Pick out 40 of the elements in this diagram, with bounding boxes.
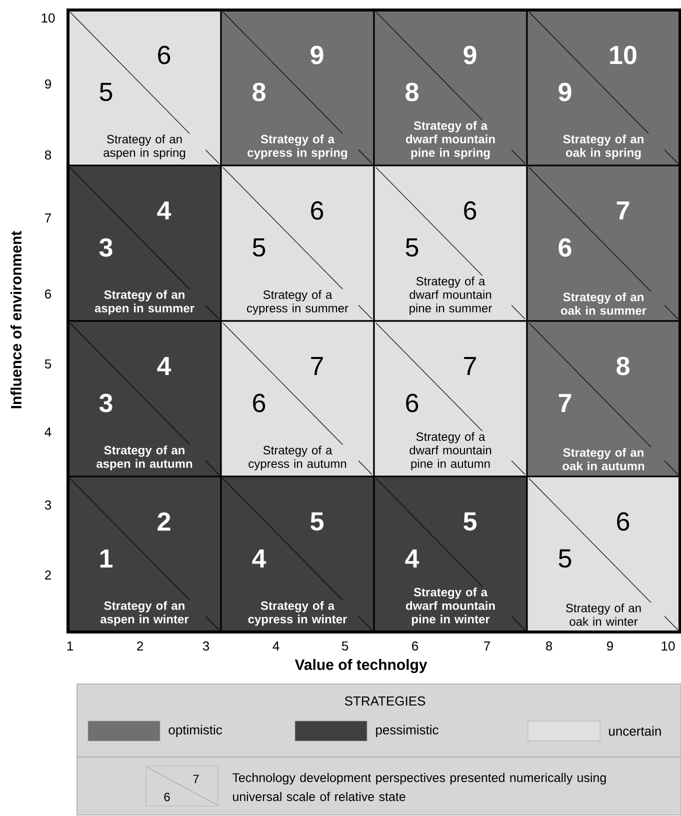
legend-note: Technology development perspectives presented numerically using universal scale of relative state — [232, 772, 606, 802]
strategy-cell: 4 5 Strategy of a cypress in winter — [220, 476, 375, 633]
axis-tick-label: 7 — [45, 214, 51, 222]
strategy-cell: 6 7 Strategy of an oak in summer — [526, 164, 681, 322]
axis-tick-label: 8 — [546, 641, 552, 651]
node-label: 8 — [616, 356, 630, 376]
axis-tick-label: 3 — [202, 641, 210, 651]
strategy-cell: 6 7 Strategy of a cypress in autumn — [220, 320, 375, 478]
legend-label: pessimistic — [376, 724, 438, 738]
strategy-cell: 8 9 Strategy of a dwarf mountain pine in spring — [373, 9, 528, 166]
axis-tick-label: 9 — [45, 79, 51, 89]
axis-tick-label: 5 — [44, 359, 52, 369]
axis-tick-label: 2 — [45, 570, 51, 580]
strategy-cell: 4 5 Strategy of a dwarf mountain pine in winter — [373, 476, 528, 633]
node-label: 7 — [558, 394, 572, 412]
strategy-cell: 9 10 Strategy of an oak in spring — [526, 9, 681, 166]
legend-label: optimistic — [168, 724, 222, 738]
strategy-cell: 7 8 Strategy of an oak in autumn — [526, 320, 681, 478]
strategy-cell: 1 2 Strategy of an aspen in winter — [67, 476, 222, 633]
strategy-cell: 3 4 Strategy of an aspen in autumn — [67, 320, 222, 478]
strategy-cell: 6 7 Strategy of a dwarf mountain pine in autumn — [373, 320, 528, 478]
legend-label: uncertain — [609, 726, 661, 736]
axis-title: Value of technolgy — [294, 658, 428, 674]
node-label: Strategy of an oak in autumn — [562, 448, 644, 470]
strategy-cell: 8 9 Strategy of a cypress in spring — [220, 9, 375, 166]
axis-tick-label: 3 — [44, 500, 52, 510]
axis-tick-label: 5 — [342, 641, 348, 651]
axis-tick-label: 8 — [44, 150, 52, 160]
axis-title: Influence of environment — [10, 231, 22, 408]
axis-tick-label: 10 — [42, 13, 55, 23]
strategy-cell: 5 6 Strategy of an aspen in spring — [67, 9, 222, 166]
axis-tick-label: 4 — [44, 428, 52, 436]
strategy-cell: 5 6 Strategy of an oak in winter — [526, 476, 681, 633]
legend-sample-cell: 7 6 — [146, 766, 218, 806]
axis-tick-label: 7 — [484, 642, 490, 650]
axis-tick-label: 6 — [45, 289, 52, 299]
strategy-cell: 5 6 Strategy of a cypress in summer — [220, 164, 375, 322]
legend-title: STRATEGIES — [344, 696, 426, 706]
strategy-cell: 3 4 Strategy of an aspen in summer — [67, 164, 222, 322]
strategy-cell: 5 6 Strategy of a dwarf mountain pine in summer — [373, 164, 528, 322]
